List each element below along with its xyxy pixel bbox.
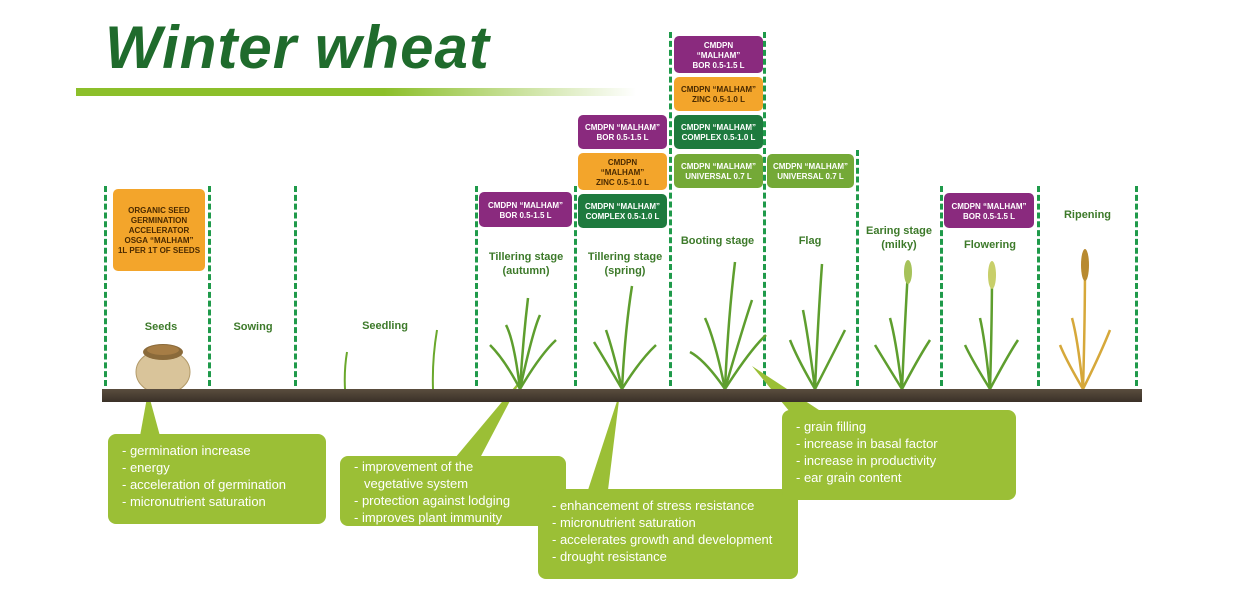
callout-spring: - enhancement of stress resistance - mic…	[538, 489, 798, 579]
wheat-plant-icon	[788, 263, 847, 390]
stage-label-ripening: Ripening	[1063, 209, 1112, 221]
stage-divider	[669, 32, 672, 386]
seedling-icon	[431, 329, 438, 390]
product-seed-accelerator: ORGANIC SEED GERMINATION ACCELERATOR OSG…	[113, 189, 205, 271]
product-complex-booting: CMDPN “MALHAM” COMPLEX 0.5-1.0 L	[674, 115, 763, 149]
product-bor-booting: CMDPN “MALHAM” BOR 0.5-1.5 L	[674, 36, 763, 73]
stage-divider	[940, 186, 943, 386]
product-universal-flag: CMDPN “MALHAM” UNIVERSAL 0.7 L	[767, 154, 854, 188]
callout-booting: - grain filling - increase in basal fact…	[782, 410, 1016, 500]
stage-label-tillering-spring: Tillering stage (spring)	[587, 251, 663, 277]
wheat-plant-icon	[592, 285, 657, 390]
seeds-callout-pointer	[140, 392, 160, 436]
stage-label-tillering-autumn: Tillering stage (autumn)	[488, 251, 564, 277]
seed-sack-icon	[135, 344, 191, 395]
product-bor-tillering-autumn: CMDPN “MALHAM” BOR 0.5-1.5 L	[479, 192, 572, 227]
stage-divider	[475, 186, 478, 386]
product-complex-tillering-spring: CMDPN “MALHAM” COMPLEX 0.5-1.0 L	[578, 194, 667, 228]
title-underline	[76, 88, 636, 96]
product-universal-booting: CMDPN “MALHAM” UNIVERSAL 0.7 L	[674, 154, 763, 188]
seedling-icon	[343, 351, 348, 390]
stage-label-seeds: Seeds	[144, 321, 178, 333]
stage-divider	[294, 186, 297, 386]
ground-strip	[102, 389, 1142, 402]
product-bor-flowering: CMDPN “MALHAM” BOR 0.5-1.5 L	[944, 193, 1034, 228]
wheat-plant-icon	[689, 261, 767, 390]
product-bor-tillering-spring: CMDPN “MALHAM” BOR 0.5-1.5 L	[578, 115, 667, 149]
callout-tillering: - improvement of the vegetative system -…	[340, 456, 566, 526]
stage-divider	[574, 186, 577, 386]
stage-divider	[1037, 186, 1040, 386]
wheat-ear-icon	[1081, 249, 1089, 281]
stage-label-seedling: Seedling	[362, 320, 408, 332]
wheat-plant-icon	[873, 269, 932, 390]
stage-label-earing: Earing stage (milky)	[865, 225, 933, 251]
spring-callout-pointer	[588, 392, 620, 490]
page-title: Winter wheat	[105, 14, 490, 81]
stage-label-sowing: Sowing	[233, 321, 273, 333]
stage-label-booting: Booting stage	[680, 235, 755, 247]
product-zinc-booting: CMDPN “MALHAM” ZINC 0.5-1.0 L	[674, 77, 763, 111]
wheat-ear-icon	[904, 260, 912, 284]
callout-seeds: - germination increase - energy - accele…	[108, 434, 326, 524]
stage-label-flag: Flag	[798, 235, 822, 247]
stage-divider	[856, 150, 859, 386]
wheat-plant-icon	[1058, 261, 1112, 390]
product-zinc-tillering-spring: CMDPN “MALHAM” ZINC 0.5-1.0 L	[578, 153, 667, 190]
stage-divider	[208, 186, 211, 386]
stage-divider	[763, 32, 766, 386]
wheat-plant-icon	[489, 297, 557, 390]
wheat-ear-icon	[988, 261, 996, 289]
stage-divider	[104, 186, 107, 386]
stage-label-flowering: Flowering	[964, 239, 1016, 251]
stage-divider	[1135, 186, 1138, 386]
